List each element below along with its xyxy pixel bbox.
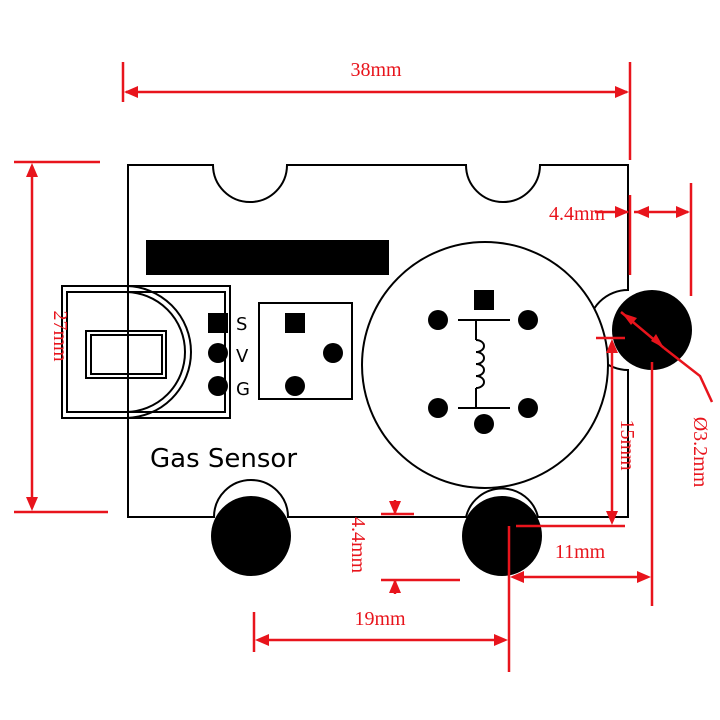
dim-spacing-label: 19mm [354, 608, 406, 630]
mounting-hole-bottom-right [462, 496, 542, 576]
potentiometer [258, 302, 353, 400]
dim-diameter-label: Ø3.2mm [689, 417, 711, 488]
dim-side-vertical-label: 15mm [616, 419, 638, 471]
potentiometer-pad-square [285, 313, 305, 333]
sensor-pad [428, 398, 448, 418]
sensor-pad [428, 310, 448, 330]
sensor-body [361, 241, 609, 489]
mounting-hole-right [612, 290, 692, 370]
connector-latch-inner [124, 291, 186, 413]
connector-latch [124, 285, 192, 419]
sensor-pad [474, 414, 494, 434]
connector-housing-outer [61, 285, 231, 419]
dimension-arrowheads [26, 86, 690, 646]
board-label: Gas Sensor [150, 444, 297, 474]
pin-label-s: S [236, 314, 247, 335]
dim-hole-offset-label: 4.4mm [347, 517, 369, 574]
pin-s-pad [208, 313, 228, 333]
dimension-lines [14, 62, 714, 672]
connector-pins [208, 313, 228, 396]
sensor-pad-square [474, 290, 494, 310]
potentiometer-pad [285, 376, 305, 396]
pin-v-pad [208, 343, 228, 363]
dim-height-label: 27mm [49, 310, 71, 362]
dim-notch-offset-label: 4.4mm [549, 203, 606, 225]
silkscreen-bar [146, 240, 389, 275]
dimension-labels: 38mm 27mm 4.4mm 15mm 4.4mm 11mm 19mm Ø3.… [49, 59, 711, 630]
gas-sensor-element [361, 241, 609, 489]
dim-width-label: 38mm [350, 59, 402, 81]
heater-coil [475, 339, 485, 389]
connector [61, 285, 231, 419]
pin-label-g: G [236, 379, 250, 400]
connector-socket [85, 330, 167, 379]
pin-label-v: V [236, 346, 249, 367]
connector-socket-inner [90, 334, 163, 375]
sensor-pad [518, 310, 538, 330]
sensor-pad [518, 398, 538, 418]
potentiometer-pad [323, 343, 343, 363]
mounting-hole-bottom-left [211, 496, 291, 576]
pin-g-pad [208, 376, 228, 396]
dim-side-horizontal-label: 11mm [555, 541, 606, 563]
